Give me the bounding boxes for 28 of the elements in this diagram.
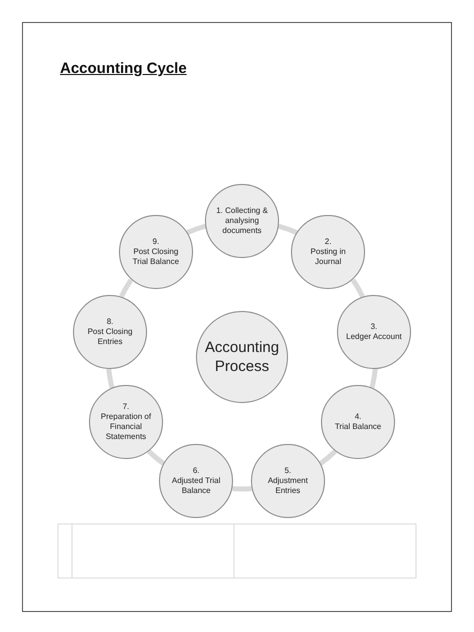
step-label: 1. Collecting & analysing documents bbox=[215, 206, 269, 236]
step-label: 6. bbox=[192, 466, 200, 476]
step-label: Ledger Account bbox=[345, 332, 403, 342]
ring-connector bbox=[319, 449, 337, 466]
step-label: 5. bbox=[283, 466, 292, 476]
step-label: Post Closing Entries bbox=[86, 326, 134, 347]
step-label: 8. bbox=[106, 316, 114, 327]
step-label: 2. bbox=[324, 237, 332, 248]
ring-connector bbox=[186, 224, 206, 235]
step-label: Adjusted Trial Balance bbox=[170, 476, 222, 496]
step-label: 4. bbox=[354, 412, 362, 422]
step-label: Trial Balance bbox=[334, 422, 382, 432]
ring-connector bbox=[147, 449, 165, 466]
step-label: Adjustment Entries bbox=[266, 476, 309, 496]
step-label: Post Closing Trial Balance bbox=[132, 247, 180, 268]
step-label: 9. bbox=[152, 237, 160, 248]
step-label: 7. bbox=[122, 402, 130, 412]
step-label: Posting in Journal bbox=[310, 247, 347, 268]
step-label: Accounting Process bbox=[204, 338, 280, 376]
ring-connector bbox=[350, 278, 365, 298]
ring-connector bbox=[106, 368, 114, 388]
step-label: 3. bbox=[370, 322, 378, 332]
ring-connector bbox=[119, 278, 134, 298]
ring-connector bbox=[370, 368, 378, 388]
step-label: Preparation of Financial Statements bbox=[100, 412, 152, 442]
ring-connector bbox=[278, 224, 298, 235]
title: Accounting Cycle bbox=[60, 59, 187, 79]
ring-connector bbox=[232, 486, 252, 492]
